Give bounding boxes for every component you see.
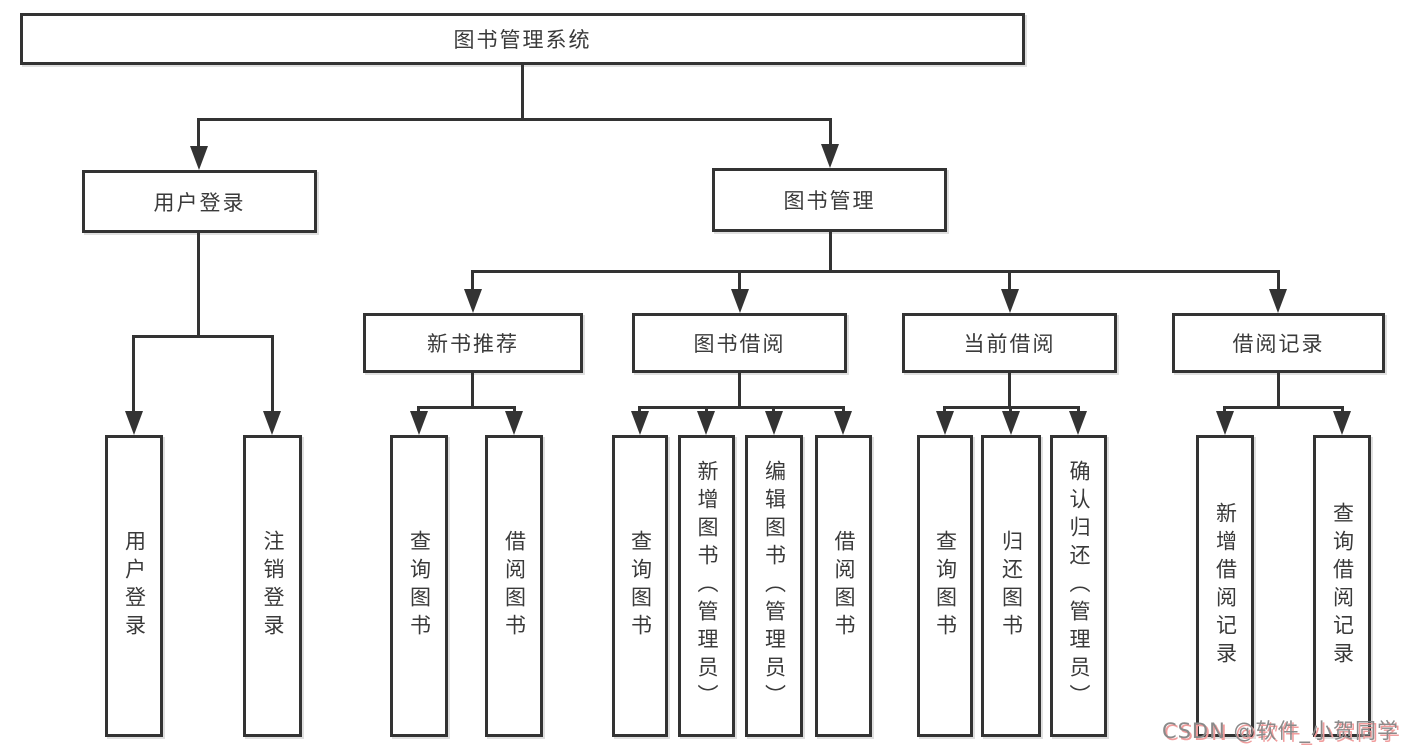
leaf-borrow-query-book-label: 查询图书 xyxy=(628,530,653,642)
connector-vline xyxy=(417,406,420,415)
connector-vline xyxy=(471,373,474,409)
leaf-newrec-borrow-book-label: 借阅图书 xyxy=(502,530,527,642)
connector-vline xyxy=(1277,270,1280,294)
node-new-book-recommend: 新书推荐 xyxy=(363,313,583,373)
leaf-borrow-borrow-book-label: 借阅图书 xyxy=(832,530,856,642)
connector-vline xyxy=(842,406,845,415)
leaf-records-add-record-label: 新增借阅记录 xyxy=(1213,502,1238,670)
connector-vline xyxy=(943,406,946,415)
leaf-newrec-query-book-label: 查询图书 xyxy=(407,530,432,642)
connector-vline xyxy=(738,270,741,294)
leaf-borrow-add-book-label: 新增图书（管理员） xyxy=(695,460,719,712)
node-new-book-recommend-label: 新书推荐 xyxy=(427,332,519,356)
leaf-newrec-query-book: 查询图书 xyxy=(390,435,448,737)
arrow-down-icon xyxy=(631,411,649,435)
connector-vline xyxy=(772,406,775,415)
leaf-records-add-record: 新增借阅记录 xyxy=(1196,435,1254,737)
arrow-down-icon xyxy=(125,411,143,435)
node-book-borrow-label: 图书借阅 xyxy=(693,332,786,356)
node-book-management-label: 图书管理 xyxy=(783,189,876,213)
node-borrow-records-label: 借阅记录 xyxy=(1232,332,1325,356)
arrow-down-icon xyxy=(1333,411,1351,435)
leaf-current-query-book-label: 查询图书 xyxy=(933,530,958,642)
leaf-logout-label: 注销登录 xyxy=(261,530,285,642)
node-book-management: 图书管理 xyxy=(712,168,947,232)
arrow-down-icon xyxy=(765,411,783,435)
leaf-newrec-borrow-book: 借阅图书 xyxy=(485,435,543,737)
leaf-user-login-label: 用户登录 xyxy=(122,530,147,642)
node-current-borrow: 当前借阅 xyxy=(902,313,1117,373)
node-book-borrow: 图书借阅 xyxy=(632,313,847,373)
connector-vline xyxy=(1009,406,1012,415)
node-user-login-label: 用户登录 xyxy=(153,190,246,215)
connector-vline xyxy=(471,270,474,294)
connector-vline xyxy=(132,335,135,415)
arrow-down-icon xyxy=(1269,289,1287,313)
leaf-user-login: 用户登录 xyxy=(105,435,163,737)
connector-vline xyxy=(829,232,832,272)
leaf-records-query-record: 查询借阅记录 xyxy=(1313,435,1371,737)
connector-vline xyxy=(271,335,274,415)
connector-hline xyxy=(197,118,832,121)
arrow-down-icon xyxy=(731,289,749,313)
arrow-down-icon xyxy=(697,411,715,435)
connector-vline xyxy=(1008,373,1011,409)
connector-hline xyxy=(417,406,516,409)
leaf-records-query-record-label: 查询借阅记录 xyxy=(1330,502,1355,670)
arrow-down-icon xyxy=(936,411,954,435)
connector-vline xyxy=(705,406,708,415)
connector-vline xyxy=(829,118,832,148)
arrow-down-icon xyxy=(505,411,523,435)
node-root-label: 图书管理系统 xyxy=(453,28,592,52)
arrow-down-icon xyxy=(263,411,281,435)
connector-vline xyxy=(197,233,200,337)
leaf-current-confirm-return-label: 确认归还（管理员） xyxy=(1067,460,1091,712)
arrow-down-icon xyxy=(1002,411,1020,435)
connector-vline xyxy=(513,406,516,415)
arrow-down-icon xyxy=(464,289,482,313)
leaf-current-query-book: 查询图书 xyxy=(917,435,973,737)
connector-vline xyxy=(1277,373,1280,409)
connector-vline xyxy=(638,406,641,415)
watermark: CSDN @软件_小贺同学 xyxy=(1161,719,1399,743)
connector-vline xyxy=(1008,270,1011,294)
connector-vline xyxy=(1077,406,1080,415)
node-current-borrow-label: 当前借阅 xyxy=(963,332,1056,356)
connector-vline xyxy=(1341,406,1344,415)
arrow-down-icon xyxy=(190,146,208,170)
connector-hline xyxy=(132,335,274,338)
arrow-down-icon xyxy=(821,144,839,168)
leaf-current-return-book-label: 归还图书 xyxy=(999,530,1024,642)
arrow-down-icon xyxy=(1001,289,1019,313)
leaf-borrow-borrow-book: 借阅图书 xyxy=(815,435,872,737)
leaf-current-return-book: 归还图书 xyxy=(981,435,1041,737)
arrow-down-icon xyxy=(1216,411,1234,435)
leaf-logout: 注销登录 xyxy=(243,435,302,737)
leaf-current-confirm-return: 确认归还（管理员） xyxy=(1050,435,1107,737)
leaf-borrow-query-book: 查询图书 xyxy=(612,435,668,737)
arrow-down-icon xyxy=(410,411,428,435)
leaf-borrow-edit-book: 编辑图书（管理员） xyxy=(745,435,803,737)
node-root: 图书管理系统 xyxy=(20,13,1025,65)
connector-vline xyxy=(738,373,741,409)
node-borrow-records: 借阅记录 xyxy=(1172,313,1385,373)
connector-vline xyxy=(1223,406,1226,415)
arrow-down-icon xyxy=(1069,411,1087,435)
connector-hline xyxy=(1223,406,1344,409)
connector-hline xyxy=(471,270,1280,273)
connector-vline xyxy=(521,65,524,120)
arrow-down-icon xyxy=(834,411,852,435)
leaf-borrow-add-book: 新增图书（管理员） xyxy=(678,435,735,737)
leaf-borrow-edit-book-label: 编辑图书（管理员） xyxy=(762,460,787,712)
connector-hline xyxy=(638,406,845,409)
connector-vline xyxy=(197,118,200,150)
node-user-login: 用户登录 xyxy=(82,170,317,233)
